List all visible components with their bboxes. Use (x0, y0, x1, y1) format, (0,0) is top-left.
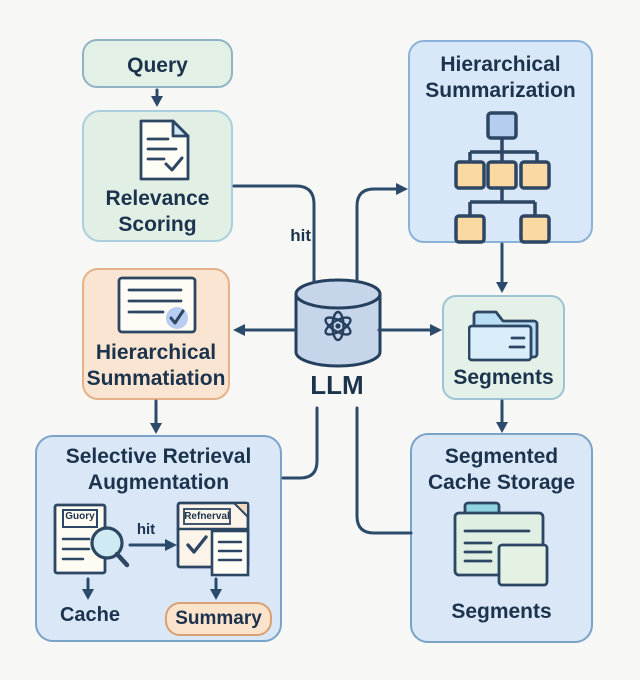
query-doc-magnifier-icon (53, 503, 130, 575)
hier-sum-line2: Summarization (425, 78, 576, 102)
summary-pill: Summary (165, 602, 272, 636)
hier-sum-line1: Hierarchical (440, 53, 561, 76)
segcache-line1: Segmented (444, 445, 559, 468)
arrowhead-segments-left (430, 324, 442, 336)
segments-folder-icon (468, 310, 539, 362)
relevance-line1: Relevance (105, 187, 210, 210)
selective-line2: Augmentation (87, 470, 230, 494)
edge-segcache-to-llm (355, 406, 413, 535)
summary-label: Summary (175, 608, 262, 629)
cache-folder-icon (453, 501, 549, 587)
arrowhead-relevance (151, 96, 163, 107)
node-query: Query (82, 39, 233, 88)
segments-label: Segments (453, 366, 554, 389)
relevance-document-icon (139, 119, 190, 181)
segcache-footer-label: Segments (451, 600, 552, 623)
selective-line1: Selective Retrieval (65, 445, 252, 468)
llm-database-icon (294, 278, 382, 368)
relevance-line2: Scoring (118, 212, 197, 236)
edge-selective-to-llm (281, 406, 319, 480)
tree-hierarchy-icon (454, 111, 551, 244)
arrowhead-hier-summarization (396, 183, 408, 195)
hier-summat-line2: Summatiation (86, 366, 226, 390)
hit-center-label: hit (290, 226, 311, 245)
query-label: Query (127, 54, 188, 77)
llm-label: LLM (310, 370, 364, 400)
arrowhead-selective (150, 423, 162, 434)
arrowhead-segments-top (496, 282, 508, 293)
arrowhead-segcache (496, 422, 508, 433)
retrieval-card-label: Refnerval (184, 511, 230, 522)
retrieval-card-icon (176, 501, 250, 577)
cache-label: Cache (59, 604, 121, 626)
summary-card-check-icon (117, 276, 197, 334)
edge-llm-to-hier-summarization (355, 187, 399, 283)
query-doc-label: Guory (65, 511, 95, 522)
hit-inner-label: hit (136, 521, 156, 538)
segcache-line2: Cache Storage (427, 470, 576, 494)
node-segmented-cache-storage: Segmented Cache Storage Segments (410, 433, 593, 643)
hier-summat-line1: Hierarchical (95, 341, 217, 364)
openai-swirl-icon (324, 310, 352, 342)
arrowhead-summatiation (233, 324, 245, 336)
